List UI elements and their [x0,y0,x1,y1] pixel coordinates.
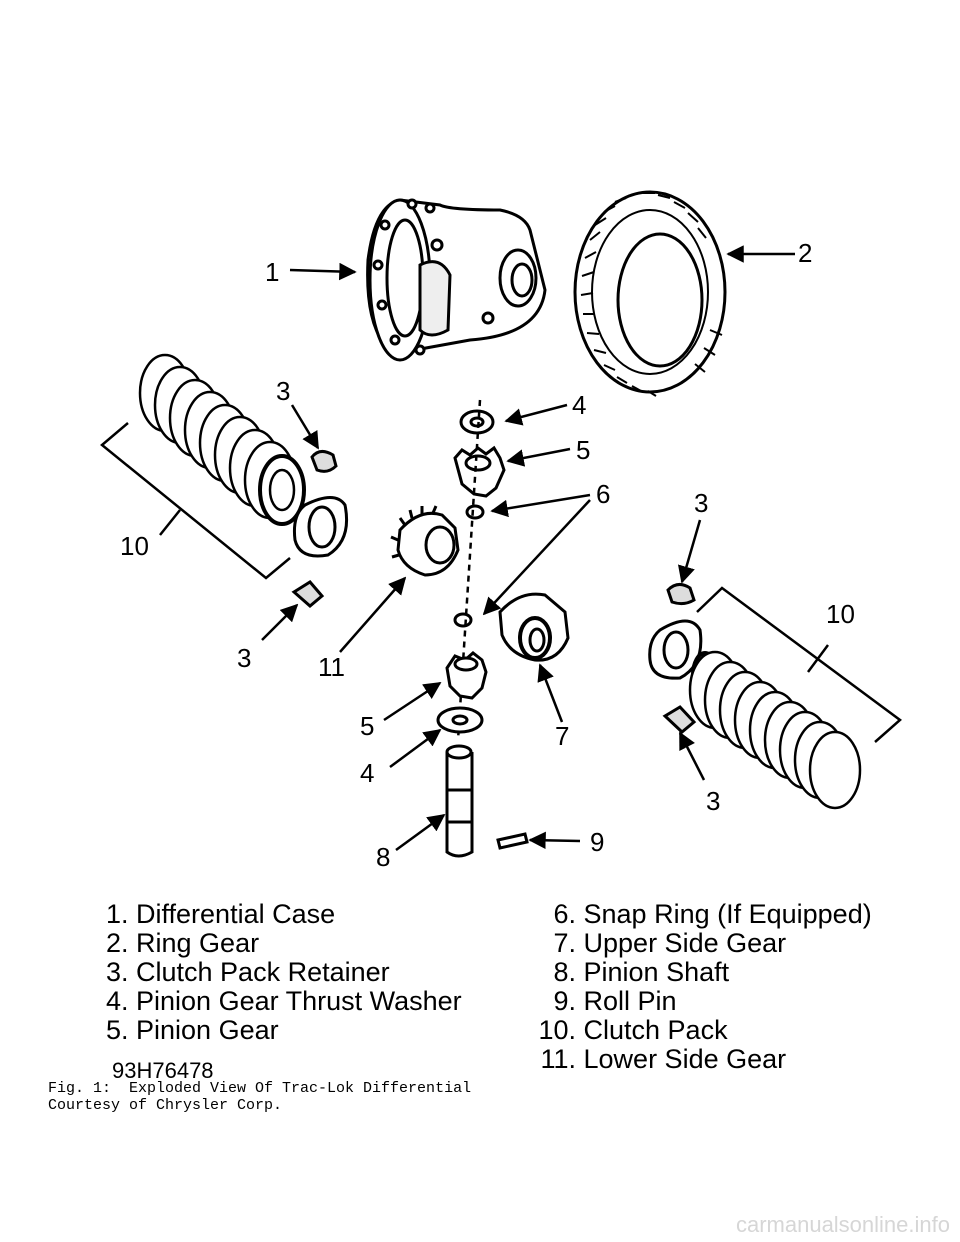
callout-5: 5 [576,435,590,465]
clutch-pack-right [688,650,862,810]
thrust-washer-left [293,496,349,558]
callout-11: 11 [318,652,345,682]
figure-caption: Fig. 1: Exploded View Of Trac-Lok Differ… [48,1080,471,1114]
legend-item: 3. Clutch Pack Retainer [106,957,390,987]
thrust-washer-bottom [436,706,484,734]
caption-line: Courtesy of Chrysler Corp. [48,1097,283,1114]
pinion-gear-bottom [445,651,488,700]
retainer-left-top [310,450,338,473]
legend-item: 6. Snap Ring (If Equipped) [553,899,872,929]
callout-10: 10 [120,531,149,561]
lower-side-gear [390,505,460,577]
callout-3: 3 [706,786,720,816]
leader-arrows [261,245,795,852]
retainer-right-bottom [662,705,697,735]
pinion-shaft [445,744,474,858]
exploded-diagram: 1 2 3 4 5 6 3 10 10 3 11 5 7 4 3 8 9 [100,190,902,872]
legend-right: 6. Snap Ring (If Equipped) 7. Upper Side… [528,899,872,1074]
clutch-pack-left [138,353,306,526]
callout-10: 10 [826,599,855,629]
legend-item: 5. Pinion Gear [106,1015,279,1045]
callout-3: 3 [694,488,708,518]
legend-item: 2. Ring Gear [106,928,260,958]
caption-line: Fig. 1: Exploded View Of Trac-Lok Differ… [48,1080,472,1097]
legend-item: 7. Upper Side Gear [553,928,787,958]
legend-item: 1. Differential Case [106,899,336,929]
legend-left: 1. Differential Case 2. Ring Gear 3. Clu… [106,900,462,1045]
legend-item: 10. Clutch Pack [538,1015,728,1045]
differential-case [366,198,547,362]
callout-5: 5 [360,711,374,741]
bracket-right [696,586,902,743]
callout-4: 4 [360,758,374,788]
callout-2: 2 [798,238,812,268]
pinion-shaft-line [456,399,482,741]
legend-item: 11. Lower Side Gear [540,1044,787,1074]
legend-item: 9. Roll Pin [553,986,677,1016]
watermark: carmanualsonline.info [735,1212,950,1237]
callout-6: 6 [596,479,610,509]
retainer-right-top [666,583,696,606]
legend-item: 8. Pinion Shaft [553,957,730,987]
bracket-left [100,422,291,580]
thrust-washer-top [459,409,495,435]
legend-item: 4. Pinion Gear Thrust Washer [106,986,462,1016]
callout-3: 3 [237,643,251,673]
callout-4: 4 [572,390,586,420]
callout-9: 9 [590,827,604,857]
callout-8: 8 [376,842,390,872]
callout-3: 3 [276,376,290,406]
ring-gear [573,190,727,397]
figure-code: 93H76478 [112,1058,214,1083]
thrust-washer-right [648,619,703,680]
callout-7: 7 [555,721,569,751]
pinion-gear-top [453,445,506,498]
retainer-left-bottom [291,580,325,608]
callout-1: 1 [265,257,279,287]
snap-ring-top [465,504,485,520]
roll-pin [496,832,529,850]
snap-ring-bottom [453,612,473,628]
upper-side-gear [498,592,570,662]
